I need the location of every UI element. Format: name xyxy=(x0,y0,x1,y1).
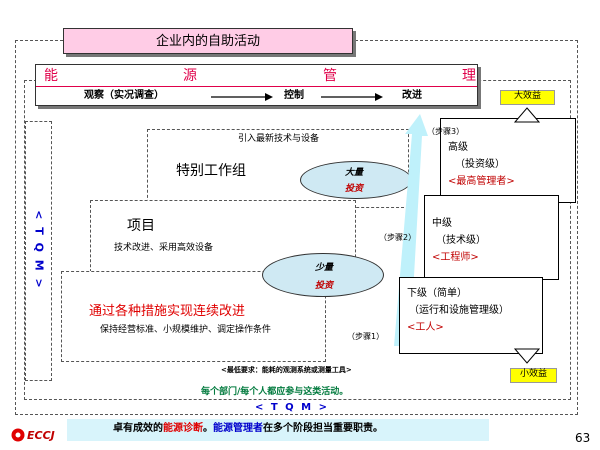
bottom-banner-part3: 。 xyxy=(203,423,213,434)
arrow-down-icon xyxy=(514,348,540,364)
bottom-banner-part5: 在多个阶段担当重要职责。 xyxy=(263,423,383,434)
continuous-title: 通过各种措施实现连续改进 xyxy=(89,304,246,319)
min-requirement-text: <最低要求：能耗的观测系统或测量工具> xyxy=(221,366,352,374)
step-observe: 观察（实况调查） xyxy=(84,90,164,101)
level-mid-l3: <工程师> xyxy=(432,252,479,263)
bottom-banner-text: 卓有成效的能源诊断。能源管理者在多个阶段担当重要职责。 xyxy=(113,424,383,434)
step1-label: （步骤1） xyxy=(347,332,385,341)
level-high-l1: 高级 xyxy=(448,142,468,153)
small-investment-line2: 投资 xyxy=(315,281,334,291)
bottom-banner-part1: 卓有成效的 xyxy=(113,423,163,434)
level-low-l2: （运行和设施管理级） xyxy=(409,305,509,316)
step-control: 控制 xyxy=(284,90,304,101)
small-investment-line1: 少量 xyxy=(315,263,334,273)
step-improve: 改进 xyxy=(402,90,422,101)
bottom-banner-diagnosis: 能源诊断 xyxy=(163,423,203,434)
bottom-banner-manager: 能源管理者 xyxy=(213,423,263,434)
level-high-l3: <最高管理者> xyxy=(448,176,515,187)
small-effect-badge xyxy=(510,368,557,383)
level-mid-box xyxy=(424,195,559,280)
left-tqm-label: < T Q M > xyxy=(32,210,46,290)
energy-char-1: 能 xyxy=(44,68,58,84)
level-mid-l1: 中级 xyxy=(432,218,452,229)
participation-text: 每个部门/每个人都应参与这类活动。 xyxy=(201,387,349,397)
small-effect-label: 小效益 xyxy=(519,369,547,379)
logo-text: ECCJ xyxy=(27,429,55,442)
small-investment-ellipse xyxy=(262,253,384,297)
project-title: 项目 xyxy=(127,218,155,234)
level-mid-l2: （技术级） xyxy=(436,235,486,246)
arrow-right-icon xyxy=(211,93,273,101)
big-investment-line1: 大量 xyxy=(345,168,364,178)
step3-label: （步骤3） xyxy=(427,127,465,136)
level-low-box xyxy=(399,277,543,354)
bottom-tqm-label: < T Q M > xyxy=(255,402,329,413)
level-high-l2: （投资级） xyxy=(455,159,505,170)
big-investment-line2: 投资 xyxy=(345,184,364,194)
special-team-top-text: 引入最新技术与设备 xyxy=(238,134,320,144)
step2-label: （步骤2） xyxy=(379,233,417,242)
special-team-title: 特别工作组 xyxy=(176,163,246,179)
energy-char-3: 管 xyxy=(323,68,337,84)
energy-char-2: 源 xyxy=(183,68,197,84)
page-number: 63 xyxy=(575,431,591,445)
energy-management-box: 能 源 管 理 观察（实况调查） 控制 改进 xyxy=(35,64,478,106)
big-effect-badge xyxy=(500,90,555,105)
arrow-right-icon xyxy=(321,93,383,101)
continuous-desc: 保持经营标准、小规模维护、调定操作条件 xyxy=(100,325,272,335)
big-investment-ellipse xyxy=(300,161,412,199)
title-text: 企业内的自助活动 xyxy=(155,34,260,49)
arrow-up-icon xyxy=(514,107,540,123)
left-tqm-box xyxy=(25,121,52,381)
project-desc: 技术改进、采用高效设备 xyxy=(114,243,214,253)
big-effect-label: 大效益 xyxy=(513,91,541,101)
eccj-logo-icon xyxy=(11,428,25,442)
energy-divider xyxy=(36,86,477,87)
bottom-banner xyxy=(67,419,489,441)
energy-char-4: 理 xyxy=(462,68,476,84)
title-box: 企业内的自助活动 xyxy=(63,28,353,54)
level-low-l1: 下级（简单） xyxy=(407,288,467,299)
level-low-l3: <工人> xyxy=(407,322,444,333)
level-high-box xyxy=(440,118,576,203)
